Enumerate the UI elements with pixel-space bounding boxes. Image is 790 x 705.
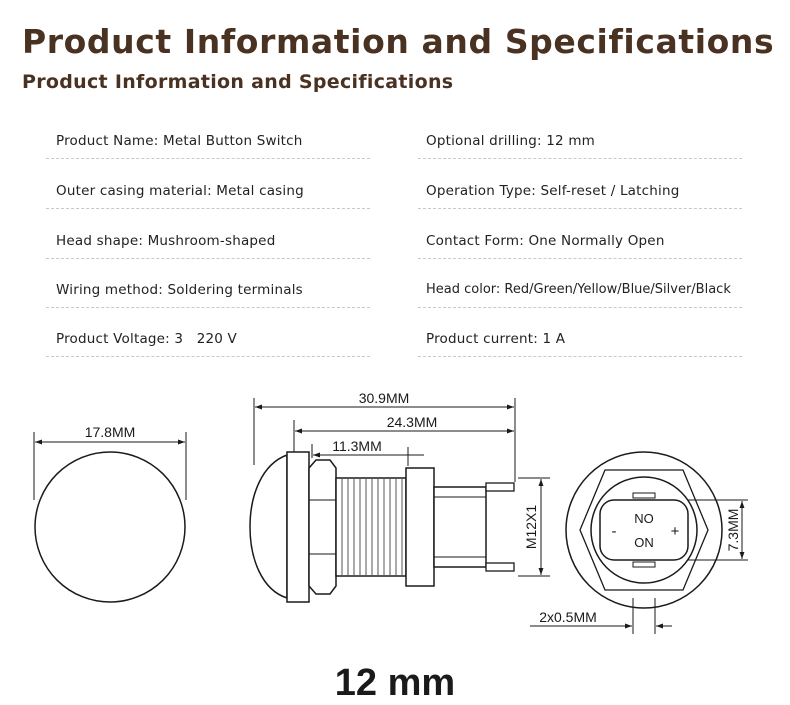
spec-wiring-method: Wiring method: Soldering terminals — [56, 282, 303, 298]
spec-contact-form: Contact Form: One Normally Open — [426, 233, 665, 249]
solder-pin — [485, 482, 515, 492]
spec-divider — [418, 158, 742, 159]
pin-slot — [632, 561, 656, 568]
terminal-plus-label: + — [671, 523, 680, 540]
spec-optional-drilling: Optional drilling: 12 mm — [426, 133, 596, 149]
terminal-on-label: ON — [634, 535, 654, 550]
pin-slot — [632, 492, 656, 499]
spec-divider — [46, 356, 370, 357]
page-title: Product Information and Specifications — [22, 22, 775, 61]
terminal-block — [433, 486, 487, 568]
spec-divider — [46, 258, 370, 259]
mushroom-head — [249, 453, 288, 600]
spec-divider — [46, 208, 370, 209]
spec-product-voltage: Product Voltage: 3 220 V — [56, 331, 237, 347]
spec-casing-material: Outer casing material: Metal casing — [56, 183, 304, 199]
dim-pin-spacing: 7.3MM — [725, 509, 741, 552]
spec-divider — [46, 158, 370, 159]
spec-head-color: Head color: Red/Green/Yellow/Blue/Silver… — [426, 282, 731, 297]
spec-product-current: Product current: 1 A — [426, 331, 566, 347]
side-view: 30.9MM 24.3MM 11.3MM M12X1 — [249, 390, 550, 603]
page-subtitle: Product Information and Specifications — [22, 71, 454, 93]
dim-head-to-nut: 11.3MM — [332, 438, 382, 454]
spec-head-shape: Head shape: Mushroom-shaped — [56, 233, 276, 249]
thread-lines — [341, 478, 403, 576]
rear-collar — [405, 467, 435, 587]
spec-divider — [418, 258, 742, 259]
dim-body-length: 24.3MM — [387, 414, 438, 430]
terminal-no-label: NO — [634, 511, 654, 526]
head-collar — [286, 451, 310, 603]
spec-divider — [418, 208, 742, 209]
dim-pin-size: 2x0.5MM — [539, 609, 597, 625]
terminal-minus-label: - — [612, 523, 617, 540]
spec-divider — [418, 356, 742, 357]
rear-view: NO ON - + 7.3MM 2x0.5MM — [530, 451, 748, 634]
front-view-head: 17.8MM — [33, 424, 187, 603]
drilling-size-label: 12 mm — [334, 662, 456, 704]
dim-thread: M12X1 — [523, 505, 539, 550]
dim-head-diameter: 17.8MM — [85, 424, 136, 440]
head-circle — [34, 451, 186, 603]
spec-operation-type: Operation Type: Self-reset / Latching — [426, 183, 680, 199]
spec-product-name: Product Name: Metal Button Switch — [56, 133, 303, 149]
dim-total-length: 30.9MM — [359, 390, 410, 406]
spec-divider — [418, 307, 742, 308]
hex-nut — [308, 459, 337, 595]
solder-pin — [485, 562, 515, 572]
spec-divider — [46, 307, 370, 308]
terminal-housing — [599, 499, 689, 561]
